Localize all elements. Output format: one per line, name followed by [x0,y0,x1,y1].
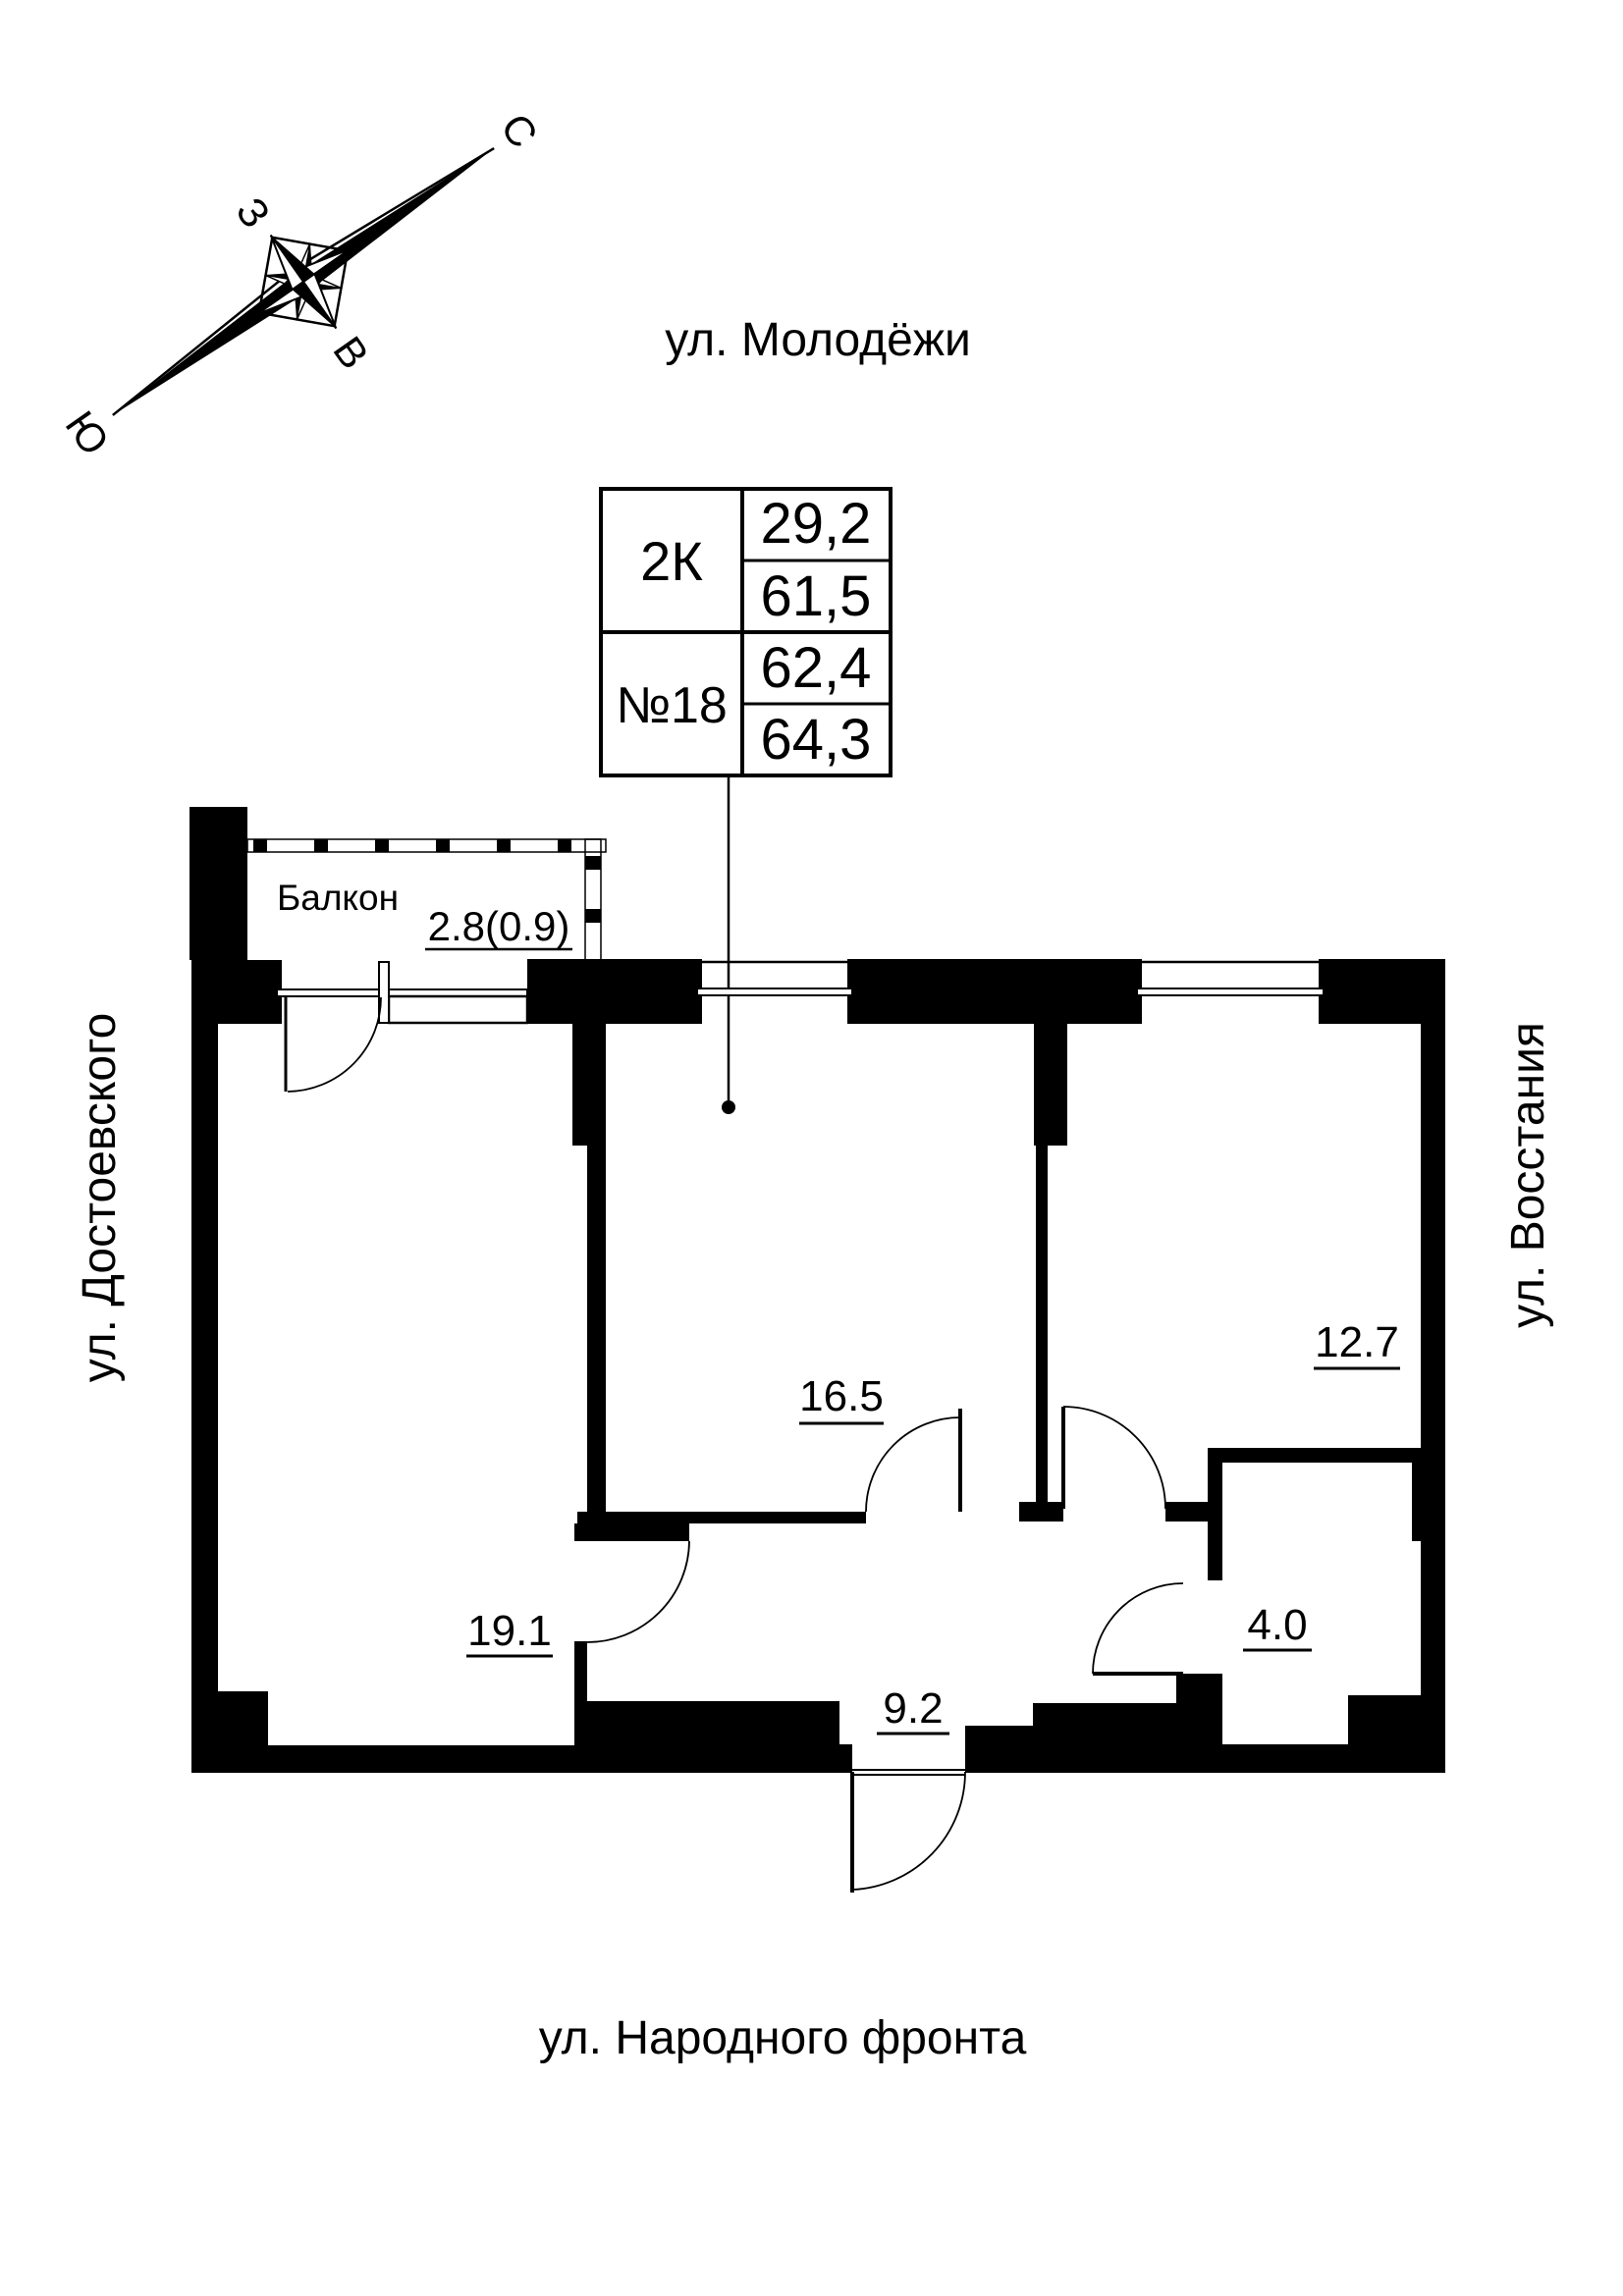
window-room12-sill [1136,988,1325,996]
street-label-left: ул. Достоевского [74,1013,126,1383]
unit-info-table: 2К №18 29,2 61,5 62,4 64,3 [599,487,893,1114]
compass-label-east: В [324,328,378,377]
entry-door-arc [851,1771,966,1891]
compass-main-points [255,234,352,330]
room-labels: 19.1 16.5 12.7 9.2 4.0 Балкон 2.8(0.9) [277,878,1400,1735]
compass-label-north: С [492,105,547,156]
room16-label: 16.5 [799,1372,884,1420]
window-room16-sill [696,988,853,996]
bathroom-door-arc [1092,1582,1184,1675]
compass-rose: С Ю З В [57,105,547,463]
compass-label-south: Ю [57,402,119,463]
hall-label: 9.2 [883,1684,943,1733]
balcony-window [387,994,529,1025]
windows [276,960,1325,1025]
doors [284,996,1184,1893]
street-label-right: ул. Восстания [1502,1022,1554,1328]
room16-door-arc [865,1416,961,1513]
walls [189,807,1445,1773]
unit-type: 2К [640,530,703,592]
unit-number: №18 [616,677,728,734]
balcony-door-jamb [378,961,390,1024]
street-label-top: ул. Молодёжи [665,314,971,366]
unit-leader-dot [722,1100,735,1114]
compass-label-west: З [227,189,279,237]
room19-label: 19.1 [467,1607,552,1655]
unit-area-4: 64,3 [761,708,872,772]
room12-label: 12.7 [1315,1318,1399,1366]
unit-area-3: 62,4 [761,636,872,700]
unit-area-2: 61,5 [761,564,872,628]
balcony-door-arc [287,996,382,1093]
room12-door-arc [1062,1406,1166,1510]
room19-door-arc [586,1540,690,1643]
street-label-bottom: ул. Народного фронта [539,2012,1027,2064]
bathroom-label: 4.0 [1247,1601,1307,1649]
balcony-area-label: 2.8(0.9) [428,903,570,949]
balcony-railing [246,838,607,961]
unit-area-1: 29,2 [761,492,872,556]
balcony-label: Балкон [277,878,399,918]
